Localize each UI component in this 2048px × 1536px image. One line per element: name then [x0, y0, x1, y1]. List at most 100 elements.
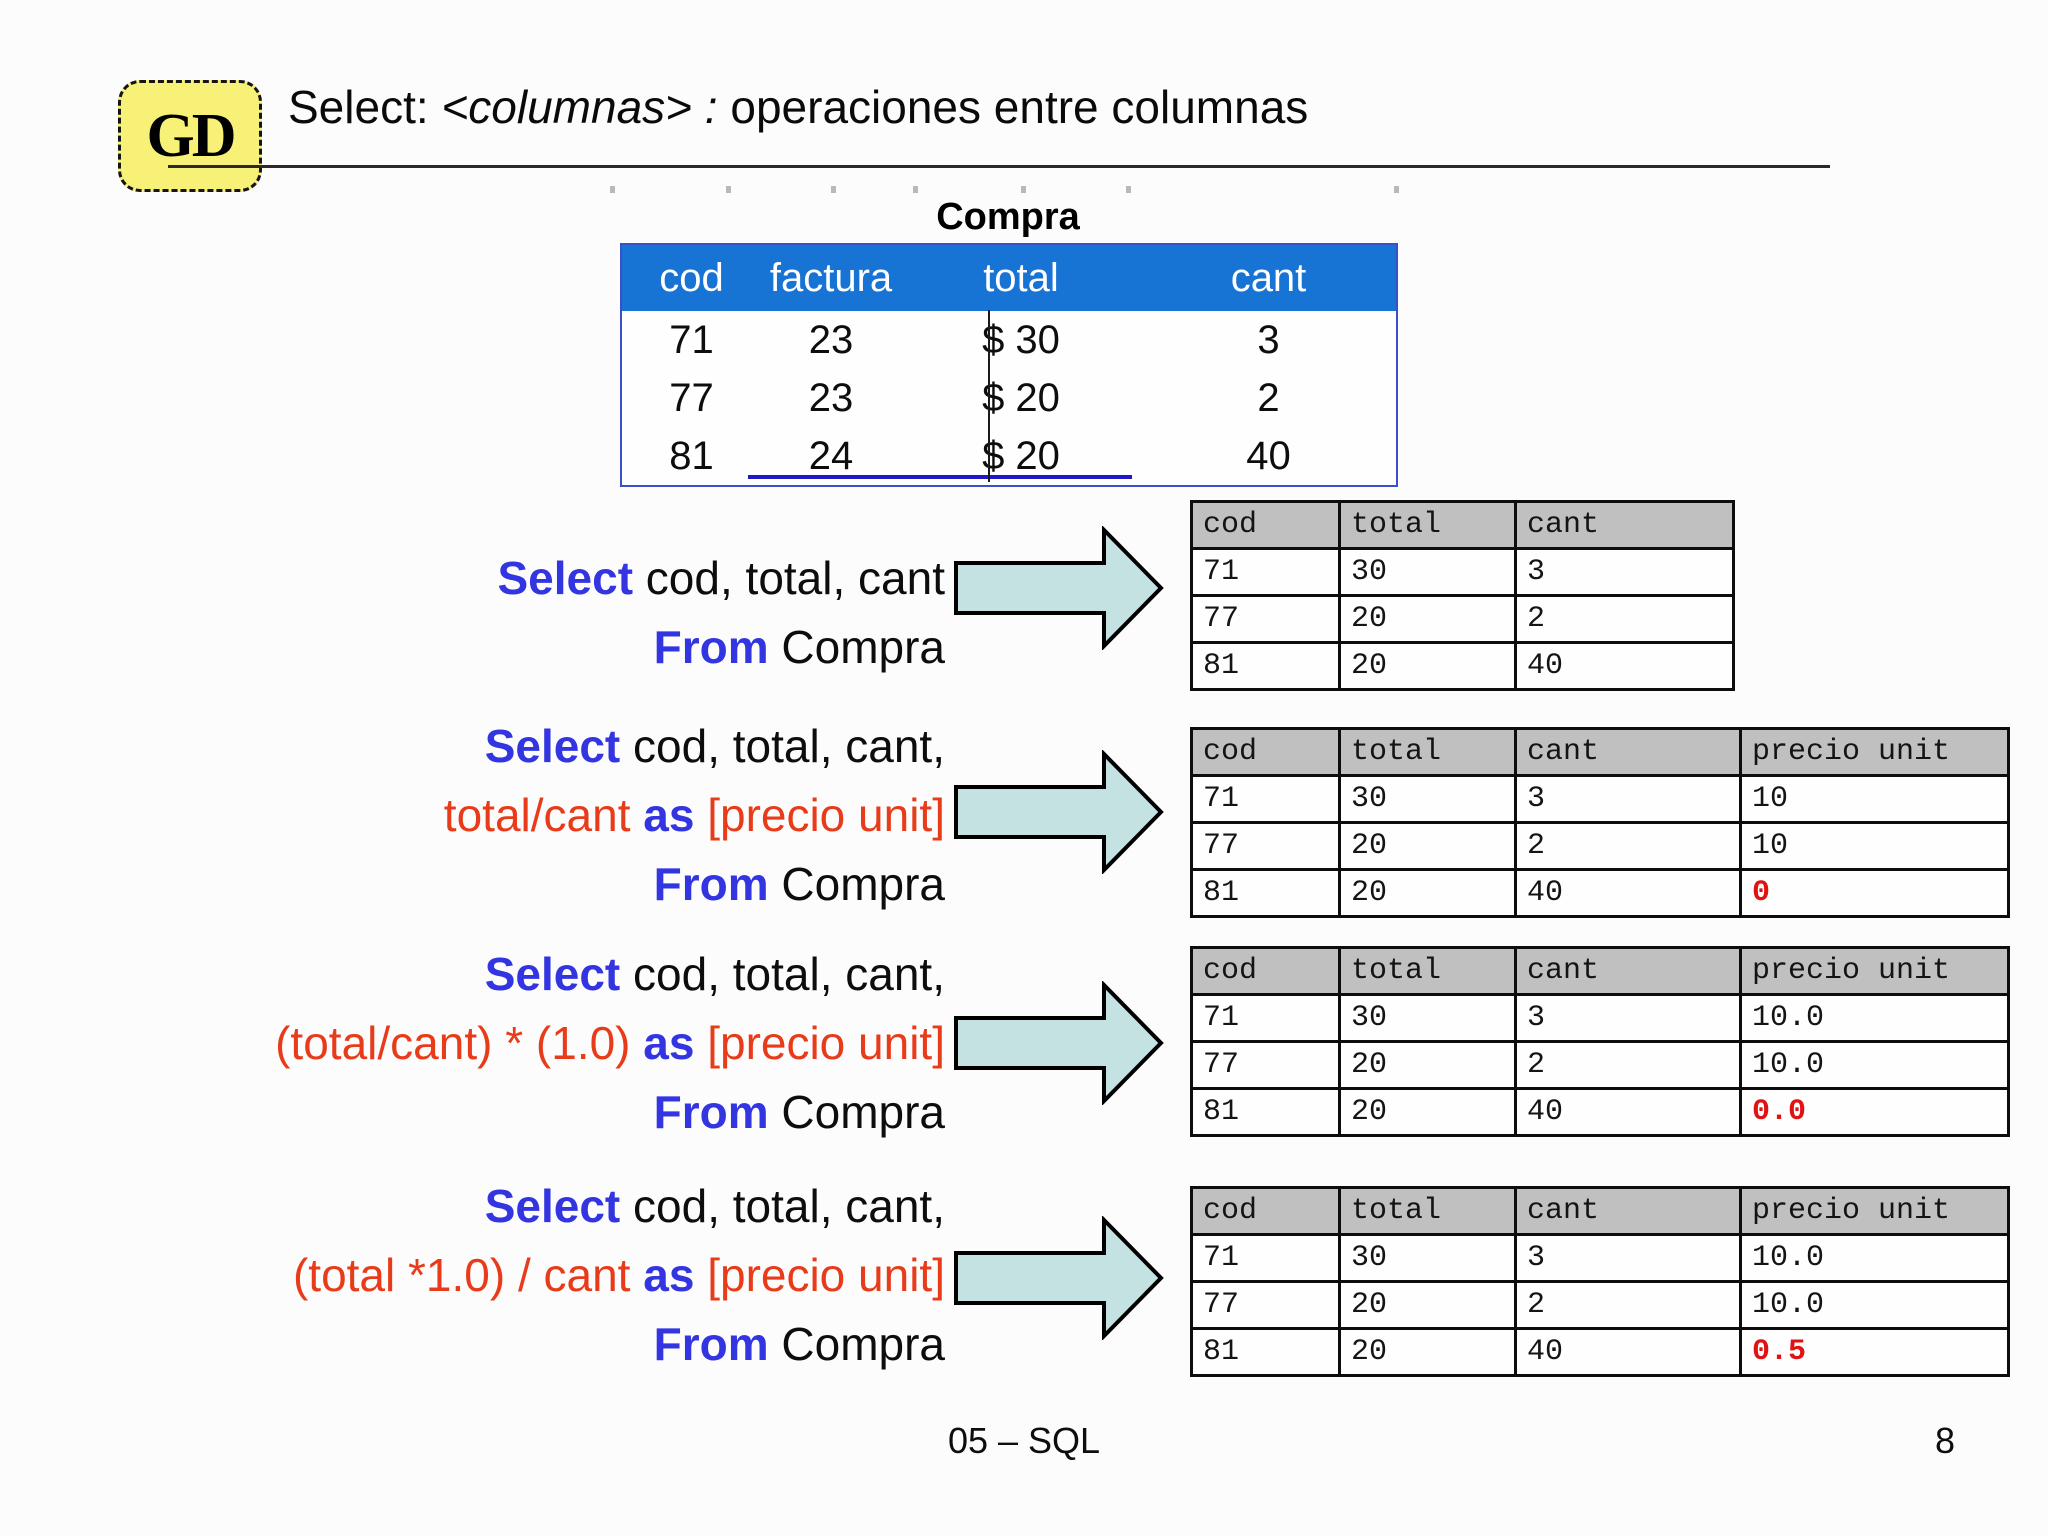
right-arrow-icon — [954, 981, 1164, 1105]
gd-logo: GD — [118, 80, 262, 192]
result-col-header: total — [1338, 500, 1517, 550]
sql-query-line: From Compra — [293, 1310, 945, 1379]
right-arrow-icon — [954, 750, 1164, 874]
compra-cell: 81 — [669, 433, 714, 478]
result-cell: 77 — [1190, 594, 1341, 644]
result-cell: 40 — [1514, 641, 1735, 691]
result-col-header: cod — [1190, 1186, 1341, 1236]
compra-table-row: 77 23 $ 20 2 — [621, 369, 1397, 427]
sql-keyword: From — [653, 858, 769, 910]
compra-cell: 3 — [1257, 317, 1280, 362]
result-col-header: cant — [1514, 1186, 1742, 1236]
compra-cell: 23 — [808, 375, 854, 420]
result-col-header: total — [1338, 727, 1517, 777]
result-cell: 20 — [1338, 868, 1517, 918]
result-cell: 20 — [1338, 1280, 1517, 1330]
compra-cell: 71 — [669, 317, 714, 362]
result-cell: 77 — [1190, 1280, 1341, 1330]
result-cell: 81 — [1190, 868, 1341, 918]
compra-cell: $ 20 — [982, 433, 1060, 478]
sql-expression: total/cant — [443, 789, 644, 841]
sql-text: cod, total, cant, — [620, 720, 945, 772]
result-cell: 30 — [1338, 1233, 1517, 1283]
right-arrow-icon — [954, 526, 1164, 650]
sql-query-line: From Compra — [444, 850, 945, 919]
result-cell: 81 — [1190, 1087, 1341, 1137]
result-col-header: cod — [1190, 727, 1341, 777]
compra-col-header: total — [901, 244, 1141, 311]
result-cell: 3 — [1514, 547, 1735, 597]
compra-col-header: factura — [761, 244, 901, 311]
cursor-line-artifact — [988, 310, 990, 482]
result-cell: 3 — [1514, 774, 1742, 824]
compra-cell: $ 30 — [982, 317, 1060, 362]
selection-handle-dot — [831, 186, 836, 193]
result-cell: 40 — [1514, 1087, 1742, 1137]
result-cell: 30 — [1338, 774, 1517, 824]
compra-cell: $ 20 — [982, 375, 1060, 420]
compra-cell: 2 — [1257, 375, 1280, 420]
compra-col-header: cod — [621, 244, 761, 311]
result-cell: 10.0 — [1739, 1040, 2010, 1090]
result-cell: 77 — [1190, 1040, 1341, 1090]
sql-query-line: (total/cant) * (1.0) as [precio unit] — [275, 1009, 945, 1078]
compra-cell: 77 — [669, 375, 714, 420]
sql-keyword: Select — [497, 552, 634, 604]
compra-table-title: Compra — [936, 196, 1080, 238]
sql-query-line: Select cod, total, cant — [498, 544, 946, 613]
result-cell-highlight: 0.5 — [1739, 1327, 2010, 1377]
result-cell: 3 — [1514, 1233, 1742, 1283]
sql-keyword: From — [653, 1318, 769, 1370]
result-col-header: total — [1338, 1186, 1517, 1236]
result-col-header: precio unit — [1739, 727, 2010, 777]
right-arrow-icon — [954, 1216, 1164, 1340]
result-col-header: cant — [1514, 500, 1735, 550]
sql-expression: [precio unit] — [694, 1249, 945, 1301]
result-col-header: cant — [1514, 727, 1742, 777]
result-col-header: precio unit — [1739, 946, 2010, 996]
sql-query-4: Select cod, total, cant,(total *1.0) / c… — [293, 1172, 945, 1379]
result-cell: 2 — [1514, 1040, 1742, 1090]
sql-keyword: From — [653, 621, 769, 673]
compra-cell: 23 — [808, 317, 854, 362]
sql-text: Compra — [768, 621, 945, 673]
sql-text: Compra — [768, 1086, 945, 1138]
result-cell: 71 — [1190, 774, 1341, 824]
result-cell: 40 — [1514, 1327, 1742, 1377]
result-cell: 81 — [1190, 1327, 1341, 1377]
result-col-header: total — [1338, 946, 1517, 996]
sql-text: Compra — [768, 858, 945, 910]
compra-cell: 40 — [1246, 433, 1291, 478]
sql-text: Compra — [768, 1318, 945, 1370]
result-cell: 10.0 — [1739, 993, 2010, 1043]
result-cell: 20 — [1338, 1040, 1517, 1090]
page-title: Select: <columnas> : operaciones entre c… — [288, 80, 1308, 134]
result-cell: 10 — [1739, 821, 2010, 871]
sql-expression: (total *1.0) / cant — [292, 1249, 644, 1301]
sql-keyword: From — [653, 1086, 769, 1138]
result-cell: 10.0 — [1739, 1280, 2010, 1330]
result-cell: 71 — [1190, 547, 1341, 597]
sql-query-2: Select cod, total, cant,total/cant as [p… — [444, 712, 945, 919]
compra-table-row: 71 23 $ 30 3 — [621, 311, 1397, 369]
blue-underline-artifact — [748, 475, 1132, 479]
footer-page-number: 8 — [1934, 1420, 1956, 1461]
result-col-header: cod — [1190, 946, 1341, 996]
result-cell-highlight: 0.0 — [1739, 1087, 2010, 1137]
page-title-italic: <columnas> : — [441, 81, 718, 133]
sql-query-line: Select cod, total, cant, — [275, 940, 945, 1009]
result-cell: 81 — [1190, 641, 1341, 691]
sql-keyword: as — [643, 789, 695, 841]
